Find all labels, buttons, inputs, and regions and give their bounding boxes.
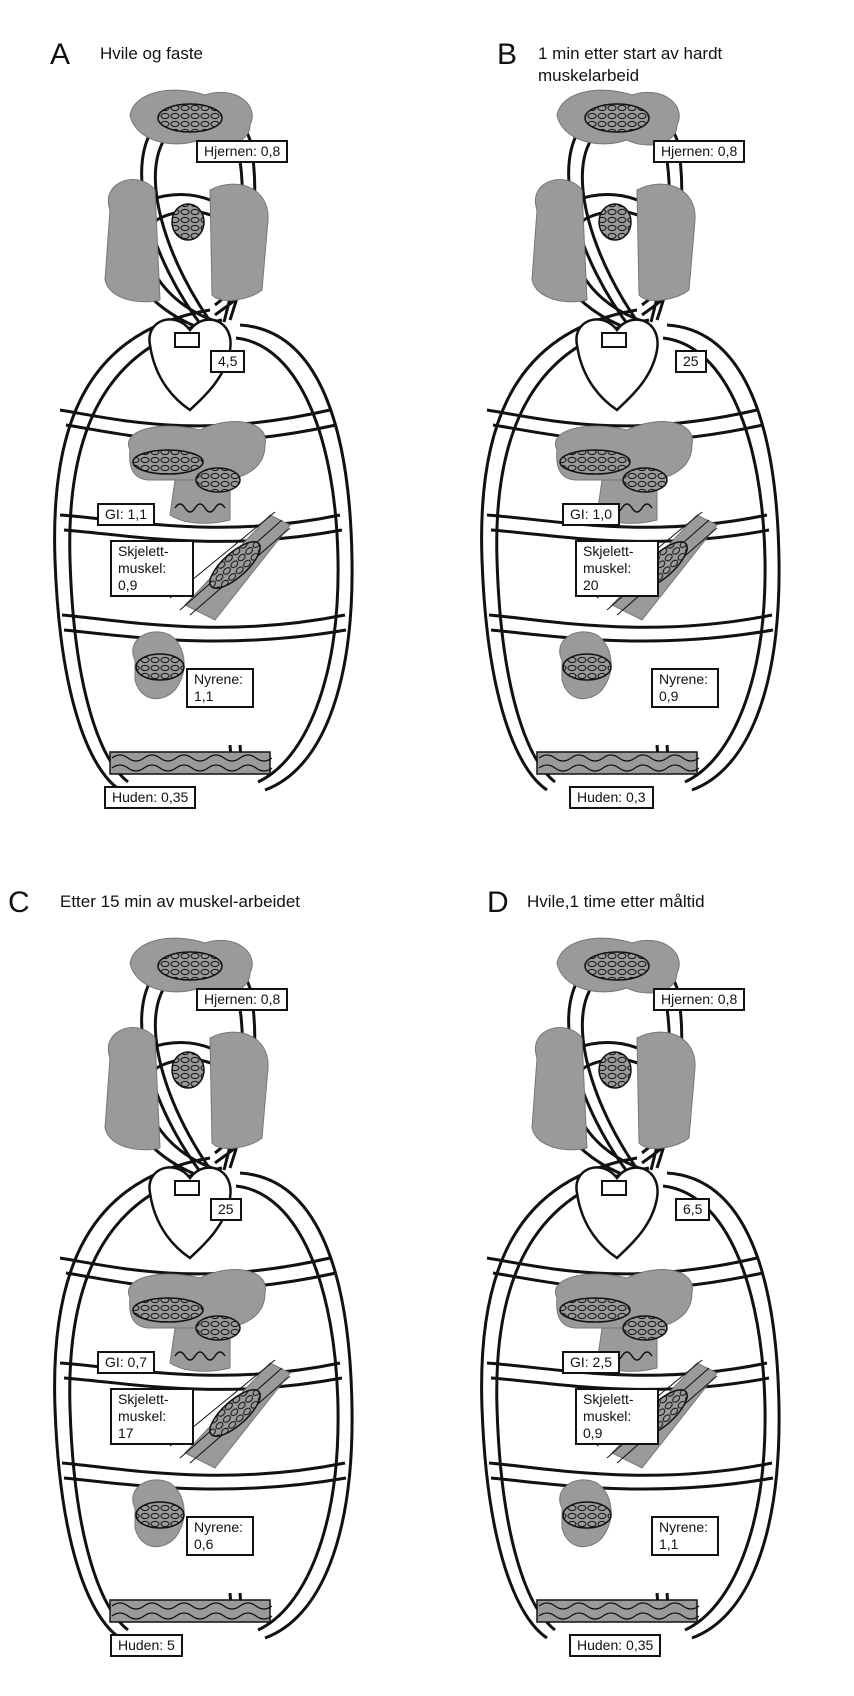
- panel-d: D Hvile,1 time etter måltid Hjernen: 0,8…: [427, 848, 854, 1696]
- panel-letter: D: [487, 886, 509, 920]
- muscle-label: Skjelett- muskel: 20: [575, 540, 659, 597]
- kidney-label-line: Nyrene:: [194, 1519, 246, 1536]
- kidney-label-line: Nyrene:: [659, 671, 711, 688]
- panel-title: Etter 15 min av muskel-arbeidet: [60, 891, 300, 913]
- muscle-label-line: Skjelett-: [118, 1391, 186, 1408]
- skin-label: Huden: 0,35: [104, 786, 196, 809]
- muscle-label-line: muskel:: [583, 1408, 651, 1425]
- panel-b: B 1 min etter start av hardt muskelarbei…: [427, 0, 854, 848]
- kidney-label: Nyrene: 0,9: [651, 668, 719, 708]
- brain-label: Hjernen: 0,8: [653, 140, 745, 163]
- brain-label: Hjernen: 0,8: [196, 988, 288, 1011]
- kidney-label-line: Nyrene:: [659, 1519, 711, 1536]
- muscle-label-line: Skjelett-: [583, 543, 651, 560]
- panel-title: Hvile og faste: [100, 43, 360, 65]
- muscle-label-line: muskel:: [118, 1408, 186, 1425]
- circulation-diagram: [0, 0, 427, 848]
- circulation-diagram: [427, 0, 854, 848]
- skin-label: Huden: 0,3: [569, 786, 654, 809]
- panel-title: Hvile,1 time etter måltid: [527, 891, 827, 913]
- circulation-diagram: [0, 848, 427, 1696]
- heart-output-label: 6,5: [675, 1198, 710, 1221]
- muscle-label-line: 0,9: [118, 577, 186, 594]
- panel-a: A Hvile og faste Hjernen: 0,8 4,5 GI: 1,…: [0, 0, 427, 848]
- muscle-label-line: 17: [118, 1425, 186, 1442]
- panel-c: C Etter 15 min av muskel-arbeidet Hjerne…: [0, 848, 427, 1696]
- panel-letter: C: [8, 886, 30, 920]
- circulation-diagram: [427, 848, 854, 1696]
- kidney-label: Nyrene: 1,1: [186, 668, 254, 708]
- brain-label: Hjernen: 0,8: [653, 988, 745, 1011]
- heart-output-label: 4,5: [210, 350, 245, 373]
- kidney-label-line: 1,1: [194, 688, 246, 705]
- muscle-label-line: 20: [583, 577, 651, 594]
- kidney-label-line: 0,9: [659, 688, 711, 705]
- panel-letter: B: [497, 38, 517, 72]
- kidney-label-line: Nyrene:: [194, 671, 246, 688]
- gi-label: GI: 1,0: [562, 503, 620, 526]
- muscle-label: Skjelett- muskel: 0,9: [110, 540, 194, 597]
- muscle-label-line: Skjelett-: [118, 543, 186, 560]
- kidney-label: Nyrene: 0,6: [186, 1516, 254, 1556]
- kidney-label: Nyrene: 1,1: [651, 1516, 719, 1556]
- muscle-label: Skjelett- muskel: 17: [110, 1388, 194, 1445]
- gi-label: GI: 2,5: [562, 1351, 620, 1374]
- muscle-label-line: muskel:: [118, 560, 186, 577]
- skin-label: Huden: 5: [110, 1634, 183, 1657]
- heart-output-label: 25: [210, 1198, 242, 1221]
- brain-label: Hjernen: 0,8: [196, 140, 288, 163]
- muscle-label: Skjelett- muskel: 0,9: [575, 1388, 659, 1445]
- gi-label: GI: 0,7: [97, 1351, 155, 1374]
- kidney-label-line: 1,1: [659, 1536, 711, 1553]
- panel-letter: A: [50, 38, 70, 72]
- muscle-label-line: muskel:: [583, 560, 651, 577]
- panel-title: 1 min etter start av hardt muskelarbeid: [538, 43, 798, 87]
- gi-label: GI: 1,1: [97, 503, 155, 526]
- muscle-label-line: 0,9: [583, 1425, 651, 1442]
- kidney-label-line: 0,6: [194, 1536, 246, 1553]
- skin-label: Huden: 0,35: [569, 1634, 661, 1657]
- heart-output-label: 25: [675, 350, 707, 373]
- muscle-label-line: Skjelett-: [583, 1391, 651, 1408]
